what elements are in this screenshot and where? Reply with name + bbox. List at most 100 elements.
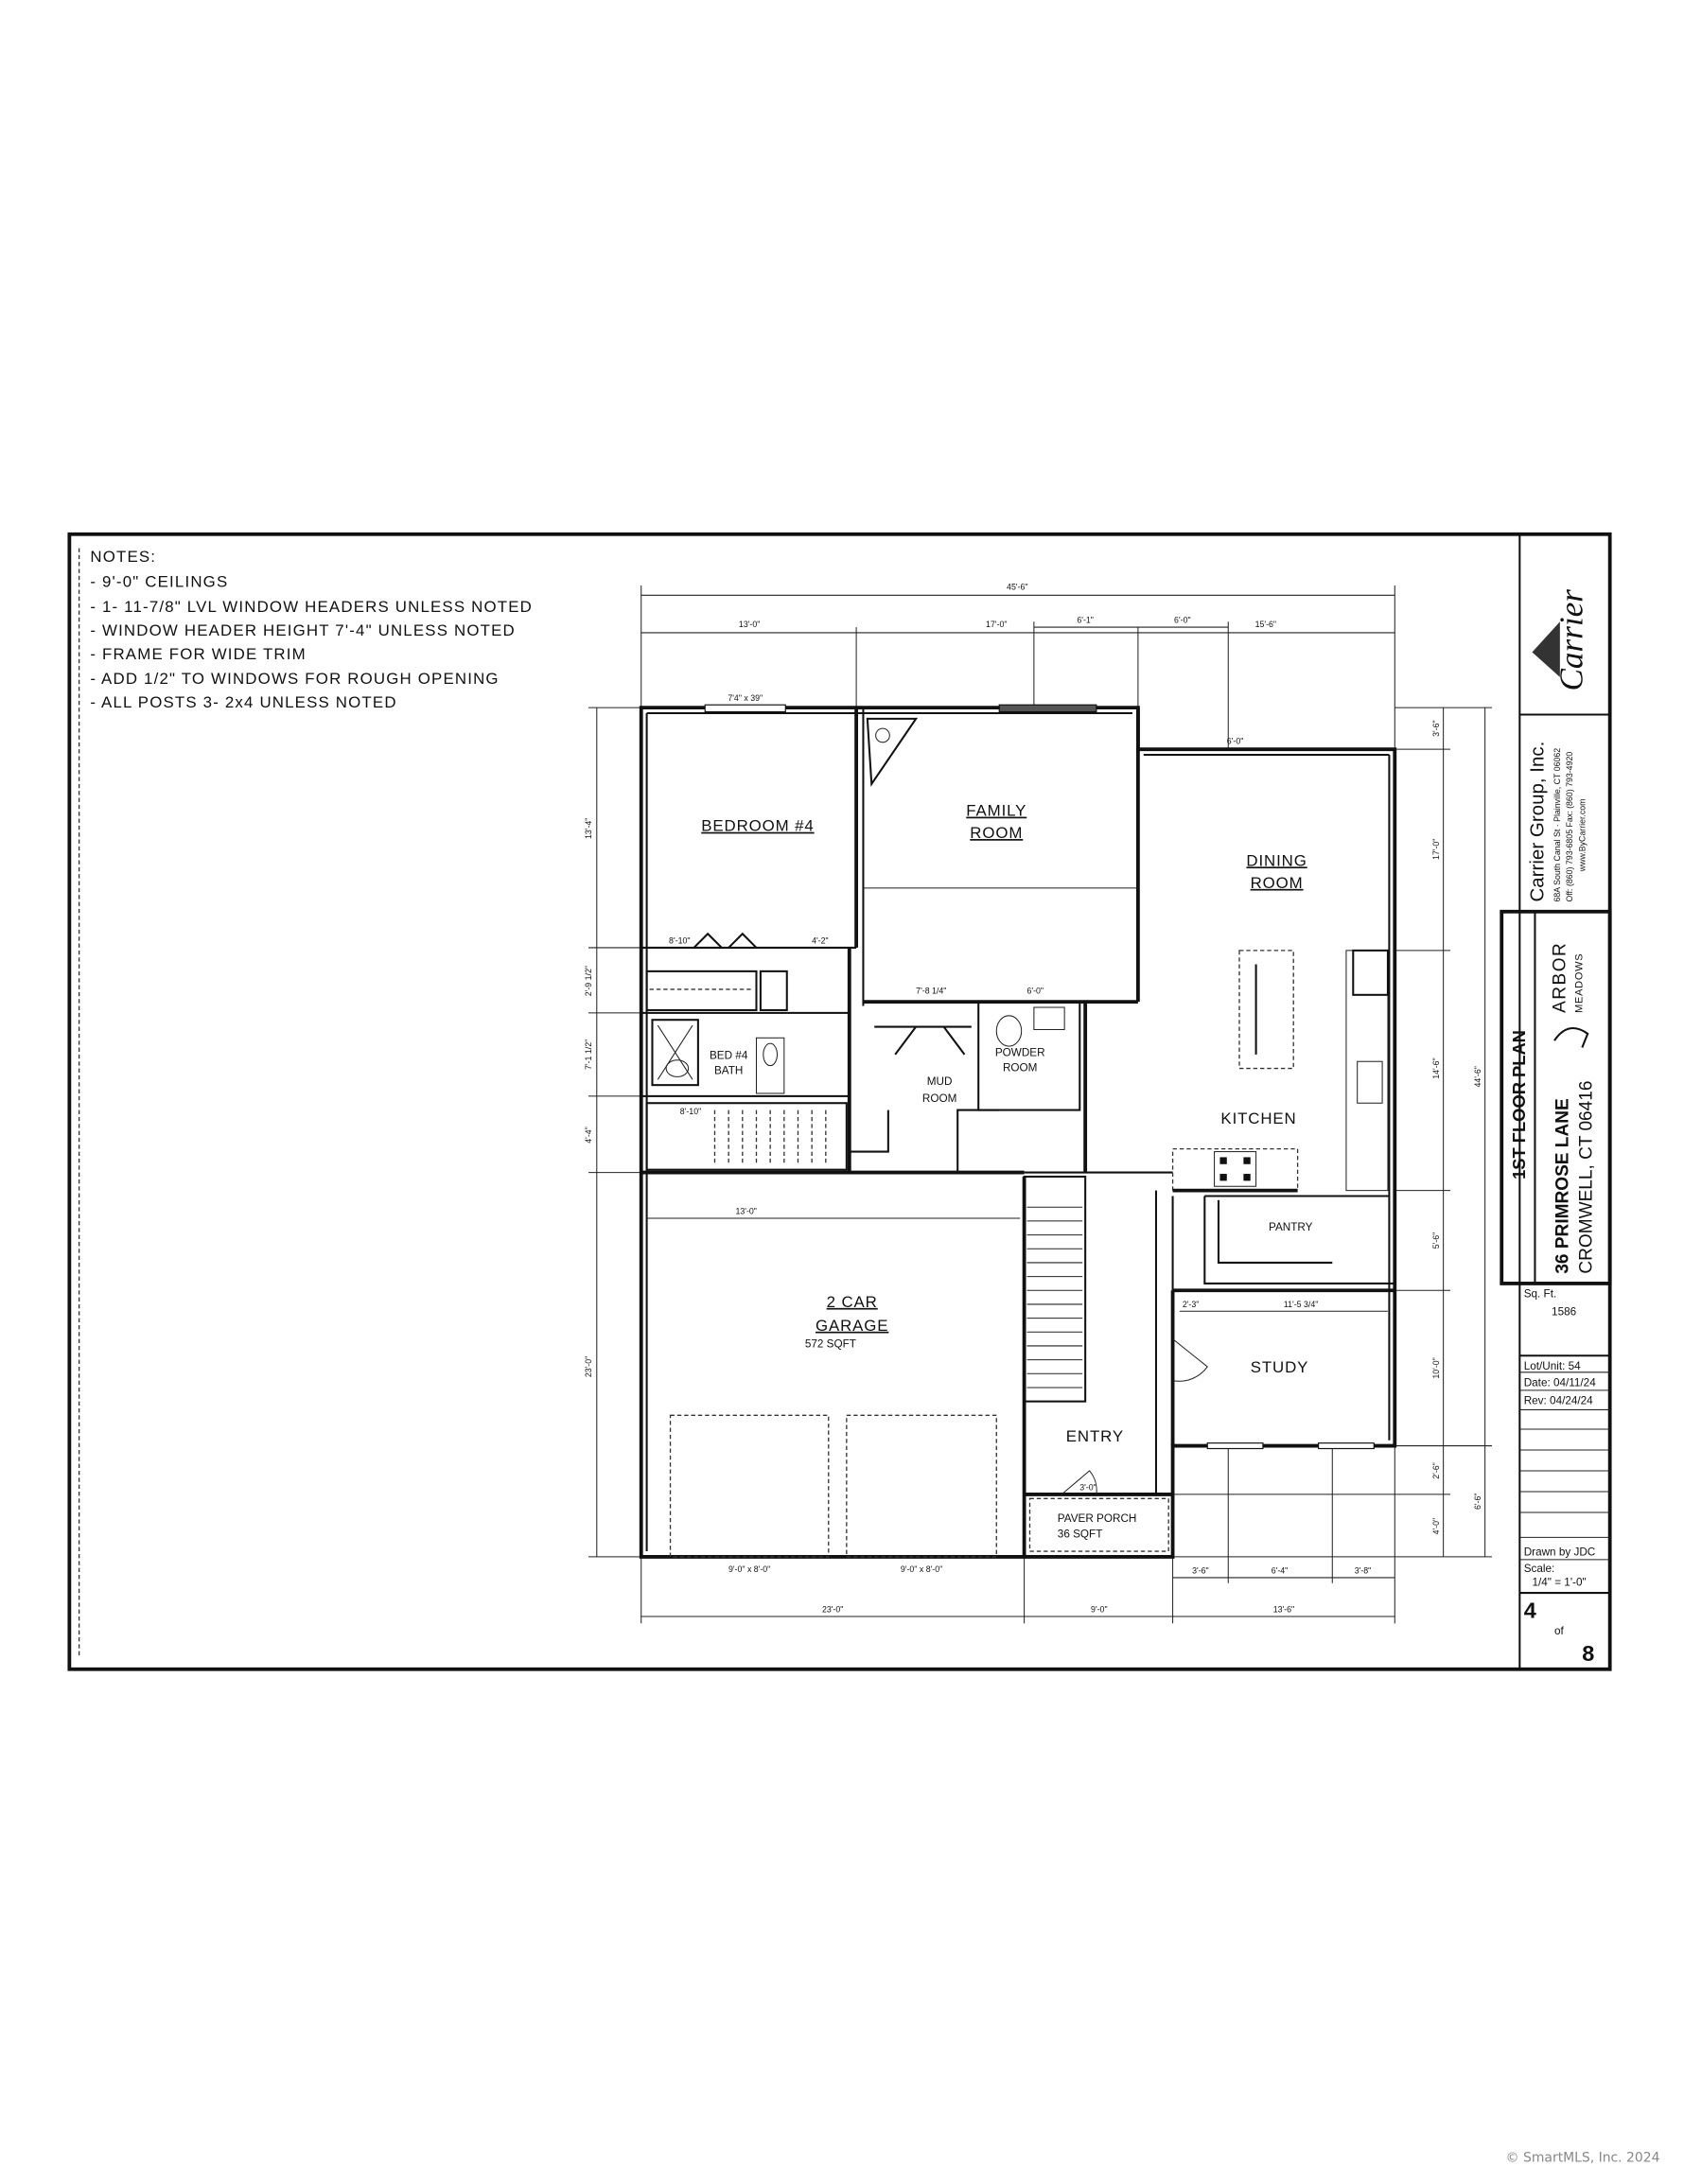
vanity-icon <box>755 1037 785 1094</box>
toilet-icon <box>995 1015 1023 1047</box>
closet-door-icon <box>894 1025 966 1056</box>
room-label-porch: 36 SQFT <box>1058 1528 1103 1540</box>
fireplace-icon <box>866 717 919 787</box>
dim-top-total: 45'-6" <box>1007 582 1027 591</box>
room-label-garage: GARAGE <box>816 1317 888 1335</box>
room-label-bedroom: BEDROOM #4 <box>701 817 814 835</box>
room-label-family: FAMILY <box>966 802 1026 820</box>
revision-date: Rev: 04/24/24 <box>1524 1395 1593 1407</box>
sheet-of: of <box>1554 1625 1565 1637</box>
dim-left: 2'-9 1/2" <box>584 966 593 996</box>
room-labels: BEDROOM #4 FAMILY ROOM DINING ROOM BED #… <box>701 802 1312 1541</box>
company-name: Carrier Group, Inc. <box>1526 742 1548 902</box>
dim-right: 14'-6" <box>1431 1057 1441 1078</box>
carrier-logo: Carrier <box>1532 589 1589 691</box>
note-item: - 1- 11-7/8" LVL WINDOW HEADERS UNLESS N… <box>90 598 533 616</box>
dim-dining-top: 6'-0" <box>1227 736 1244 745</box>
range-counter <box>1171 1147 1299 1192</box>
toilet-icon <box>665 1059 690 1077</box>
room-label-study: STUDY <box>1251 1358 1309 1376</box>
room-label-mud: MUD <box>927 1075 953 1088</box>
sheet-number: 4 <box>1524 1598 1536 1622</box>
note-item: - FRAME FOR WIDE TRIM <box>90 645 307 663</box>
refrigerator-icon <box>1352 949 1389 996</box>
community-name: ARBOR <box>1551 942 1570 1013</box>
garage-door <box>846 1414 997 1558</box>
dimension-lines: 45'-6" 13'-0" 17'-0" 15'-6" 6'-1" 6'-0" … <box>584 582 1492 1624</box>
garage-door <box>669 1414 830 1558</box>
kitchen-island <box>1238 950 1294 1070</box>
room-label-porch: PAVER PORCH <box>1058 1512 1137 1525</box>
dim-bottom: 3'-8" <box>1355 1566 1372 1576</box>
lot-unit: Lot/Unit: 54 <box>1524 1360 1581 1372</box>
dim-family: 6'-0" <box>1027 986 1044 995</box>
note-item: - ALL POSTS 3- 2x4 UNLESS NOTED <box>90 693 396 711</box>
dim-right: 2'-6" <box>1431 1462 1441 1479</box>
room-label-pantry: PANTRY <box>1269 1221 1313 1233</box>
sqft-value: 1586 <box>1552 1306 1576 1319</box>
dim-right: 17'-0" <box>1431 839 1441 860</box>
closet-door-icon <box>693 932 758 949</box>
dim-top: 6'-1" <box>1077 616 1094 625</box>
room-label-entry: ENTRY <box>1066 1427 1124 1445</box>
dim-bottom: 3'-6" <box>1192 1566 1209 1576</box>
dim-left: 7'-1 1/2" <box>584 1040 593 1070</box>
dim-family: 7'-8 1/4" <box>916 986 946 995</box>
room-label-dining: ROOM <box>1251 874 1304 892</box>
dim-right: 3'-6" <box>1431 720 1441 737</box>
dim-garage-top: 13'-0" <box>735 1207 756 1216</box>
arbor-meadows-logo: ARBOR MEADOWS <box>1551 942 1589 1048</box>
note-item: - 9'-0" CEILINGS <box>90 573 228 591</box>
room-label-kitchen: KITCHEN <box>1220 1109 1296 1127</box>
dim-study: 2'-3" <box>1183 1300 1200 1309</box>
dim-entry-door: 3'-0" <box>1079 1483 1096 1493</box>
dim-top: 15'-6" <box>1255 620 1276 629</box>
dim-left: 13'-4" <box>584 818 593 839</box>
dim-top: 13'-0" <box>739 620 760 629</box>
company-phone: Off: (860) 793-6805 Fax: (860) 793-4920 <box>1565 752 1574 902</box>
notes-block: NOTES: - 9'-0" CEILINGS - 1- 11-7/8" LVL… <box>90 548 533 711</box>
note-item: - ADD 1/2" TO WINDOWS FOR ROUGH OPENING <box>90 670 499 688</box>
plan-date: Date: 04/11/24 <box>1524 1376 1596 1389</box>
range-icon <box>1214 1151 1257 1187</box>
dim-left: 23'-0" <box>584 1356 593 1377</box>
room-label-powder: ROOM <box>1003 1061 1037 1074</box>
dim-study: 11'-5 3/4" <box>1284 1300 1318 1309</box>
dim-right: 5'-6" <box>1431 1232 1441 1249</box>
room-label-family: ROOM <box>970 824 1023 842</box>
garage-door-label: 9'-0" x 8'-0" <box>728 1564 770 1574</box>
room-label-bath: BATH <box>714 1064 743 1076</box>
dim-closet: 4'-2" <box>812 936 829 946</box>
scale-label: Scale: <box>1524 1563 1555 1575</box>
room-label-garage: 2 CAR <box>827 1293 878 1311</box>
sink-icon <box>1033 1006 1065 1030</box>
company-address: 68A South Canal St · Plainville, CT 0606… <box>1552 748 1562 902</box>
svg-text:7'4" x 39": 7'4" x 39" <box>728 693 763 703</box>
scale-value: 1/4" = 1'-0" <box>1533 1577 1587 1589</box>
dim-top: 17'-0" <box>986 620 1007 629</box>
company-website: www.ByCarrier.com <box>1577 798 1587 872</box>
drawn-by: Drawn by JDC <box>1524 1546 1596 1558</box>
dim-closet: 8'-10" <box>669 936 690 946</box>
dim-bottom: 9'-0" <box>1091 1605 1108 1615</box>
note-item: - WINDOW HEADER HEIGHT 7'-4" UNLESS NOTE… <box>90 621 516 639</box>
basement-stair-icon <box>1023 1175 1087 1403</box>
sqft-label: Sq. Ft. <box>1524 1288 1557 1301</box>
shower-icon <box>651 1019 699 1087</box>
notes-heading: NOTES: <box>90 548 156 566</box>
dim-right: 10'-0" <box>1431 1357 1441 1378</box>
front-door-icon <box>1061 1470 1097 1495</box>
kitchen-sink-icon <box>1357 1060 1383 1104</box>
garage-door-label: 9'-0" x 8'-0" <box>901 1564 942 1574</box>
community-name: MEADOWS <box>1573 953 1585 1013</box>
dim-bottom: 23'-0" <box>822 1605 843 1615</box>
room-label-bath: BED #4 <box>710 1049 748 1061</box>
project-city: CROMWELL, CT 06416 <box>1577 1081 1597 1274</box>
dim-right: 6'-6" <box>1473 1493 1482 1510</box>
room-label-dining: DINING <box>1246 851 1307 869</box>
copyright-footer: © SmartMLS, Inc. 2024 <box>1506 2151 1660 2166</box>
dim-left: 4'-4" <box>584 1127 593 1144</box>
dim-bottom: 6'-4" <box>1272 1566 1289 1576</box>
dim-right-total: 44'-6" <box>1473 1066 1482 1087</box>
